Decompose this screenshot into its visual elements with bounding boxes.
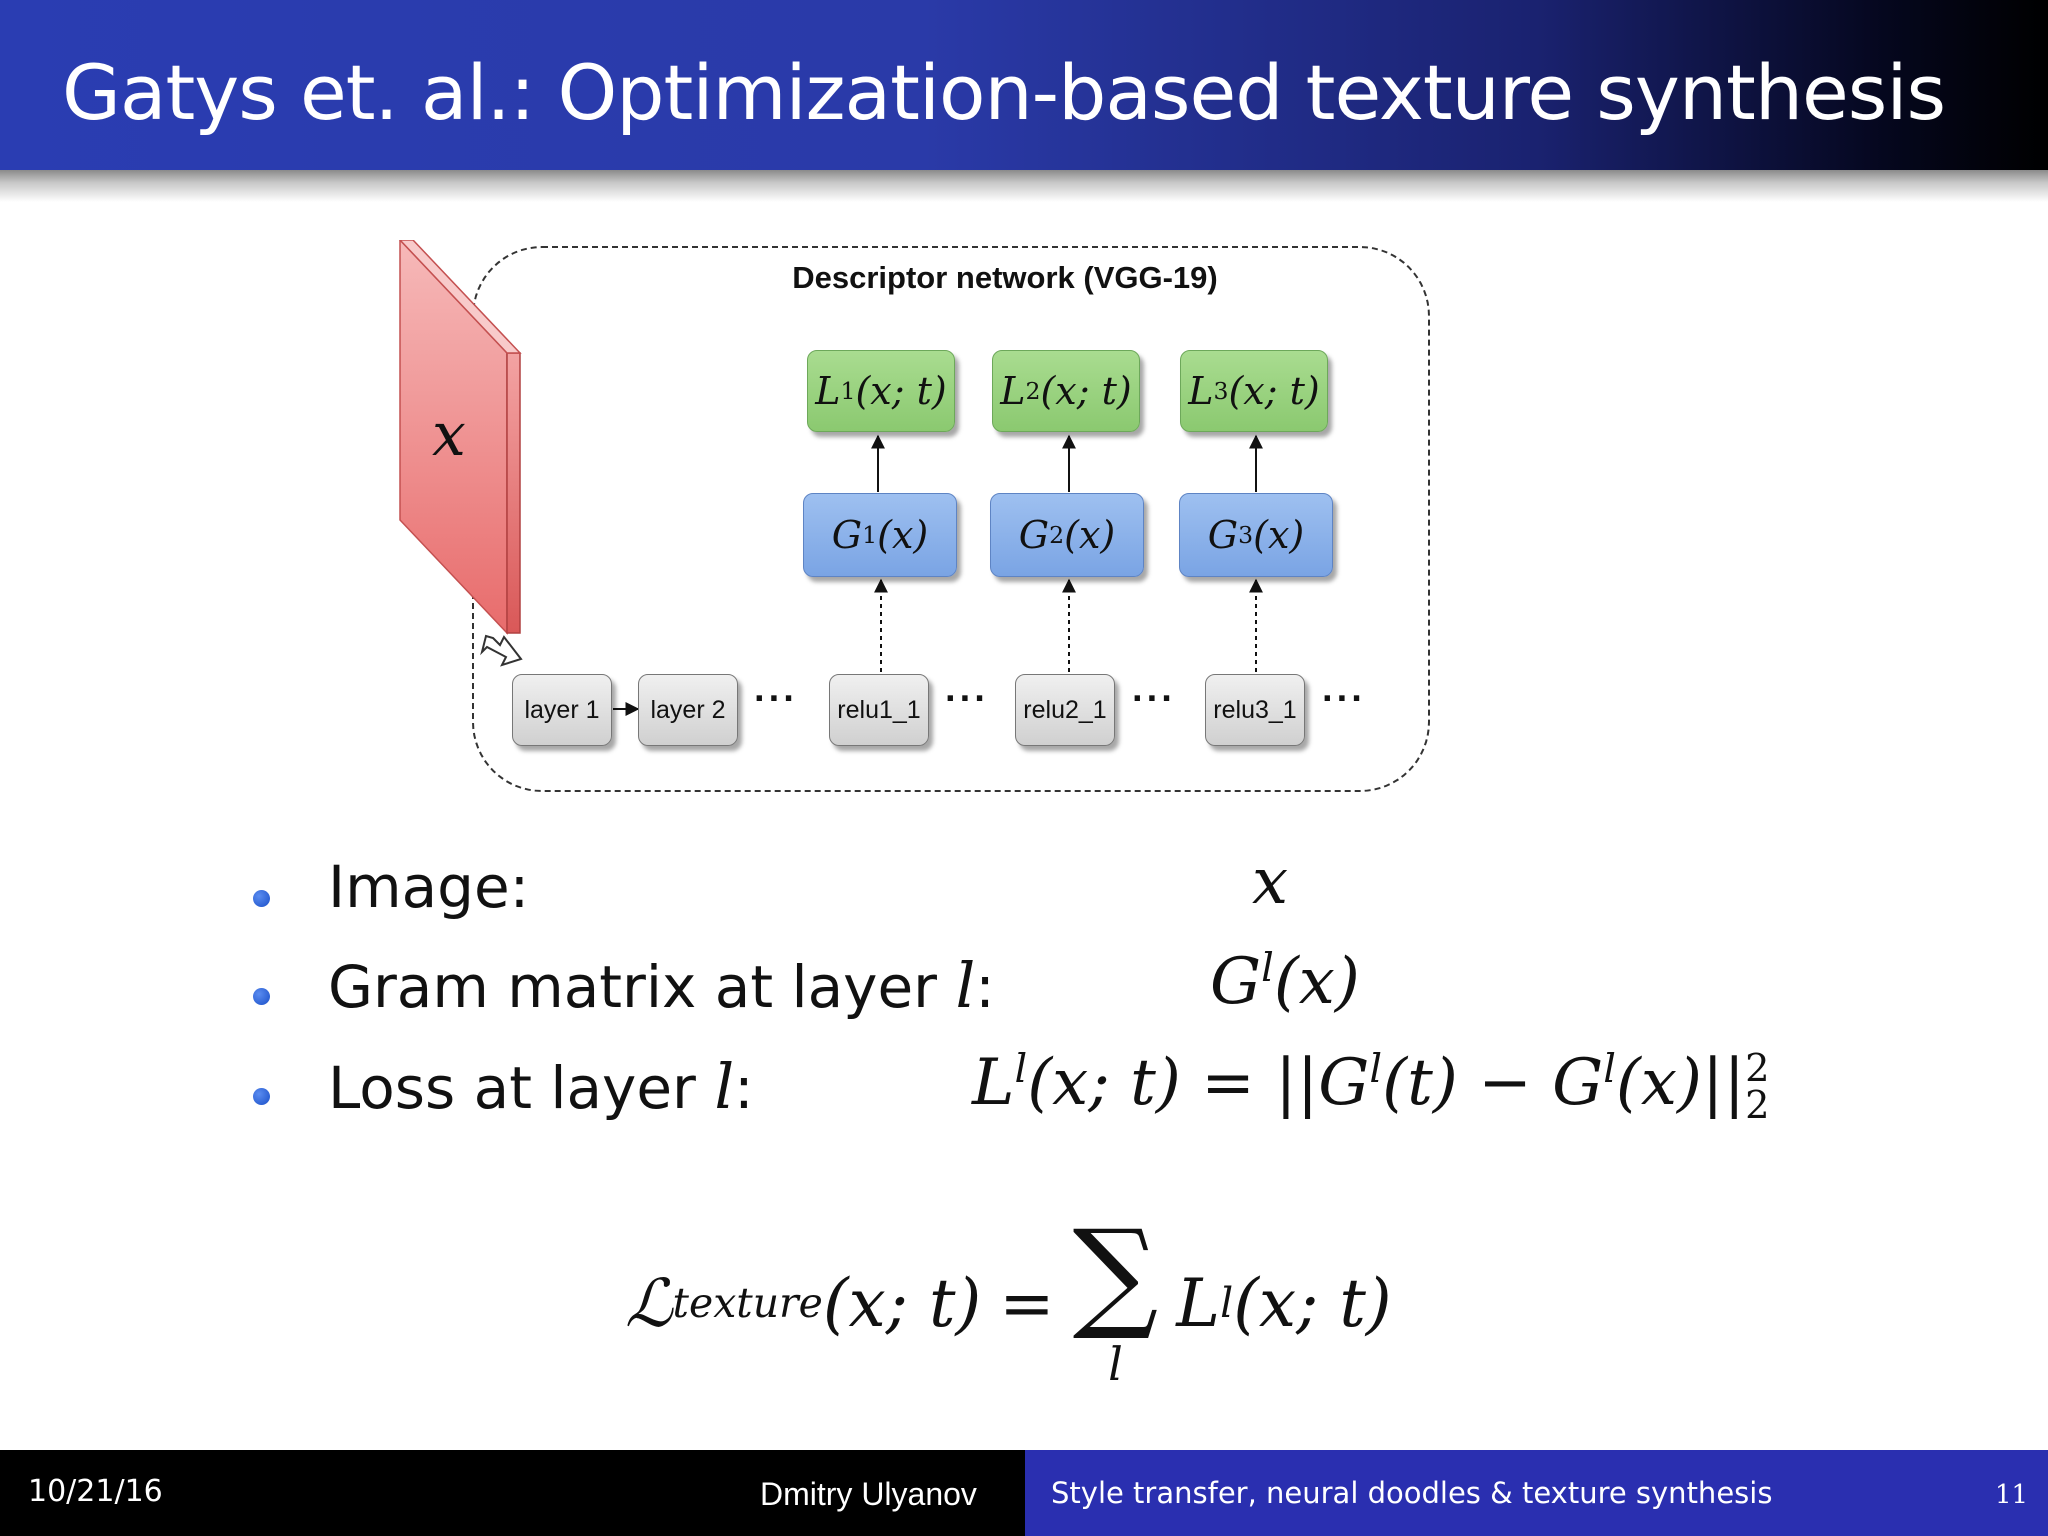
ellipsis-2: ··· [945,678,989,720]
footer-right-bar [1025,1450,2048,1536]
footer-author: Dmitry Ulyanov [760,1476,977,1512]
bullet-dot [253,1088,270,1105]
ellipsis-1: ··· [754,678,798,720]
formula-gram: Gl(x) [1210,945,1360,1019]
input-arrow [480,634,523,667]
layer-box-relu1-1: relu1_1 [829,674,929,746]
layer-box-layer1: layer 1 [512,674,612,746]
descriptor-network-diagram: Descriptor network (VGG-19) [390,240,1450,800]
layer-box-relu3-1: relu3_1 [1205,674,1305,746]
title-bar [0,0,2048,170]
input-label: x [432,400,466,470]
bullet-gram-matrix: Gram matrix at layer l: Gl(x) [0,945,2048,1035]
ellipsis-4: ··· [1322,678,1366,720]
footer-page-number: 11 [1995,1480,2029,1510]
bullet-dot [253,988,270,1005]
bullet-label: Loss at layer l: [328,1050,754,1123]
slide-title: Gatys et. al.: Optimization-based textur… [62,48,1946,137]
formula-image: x [1252,845,1289,919]
bullet-loss: Loss at layer l: Ll(x; t) = ||Gl(t) − Gl… [0,1046,2048,1136]
footer-left-bar [0,1450,1025,1536]
ellipsis-3: ··· [1132,678,1176,720]
title-shadow [0,170,2048,202]
diagram-connectors [398,240,1263,716]
bullet-label: Gram matrix at layer l: [328,949,995,1022]
bullet-dot [253,890,270,907]
footer-topic: Style transfer, neural doodles & texture… [1051,1476,1773,1510]
summation: ∑ l [1072,1205,1159,1392]
network-title: Descriptor network (VGG-19) [792,260,1218,295]
bullet-label: Image: [328,853,530,921]
layer-box-relu2-1: relu2_1 [1015,674,1115,746]
input-slab [398,240,522,635]
footer-date: 10/21/16 [28,1474,163,1509]
bullet-image: Image: x [0,845,2048,935]
layer-box-layer2: layer 2 [638,674,738,746]
